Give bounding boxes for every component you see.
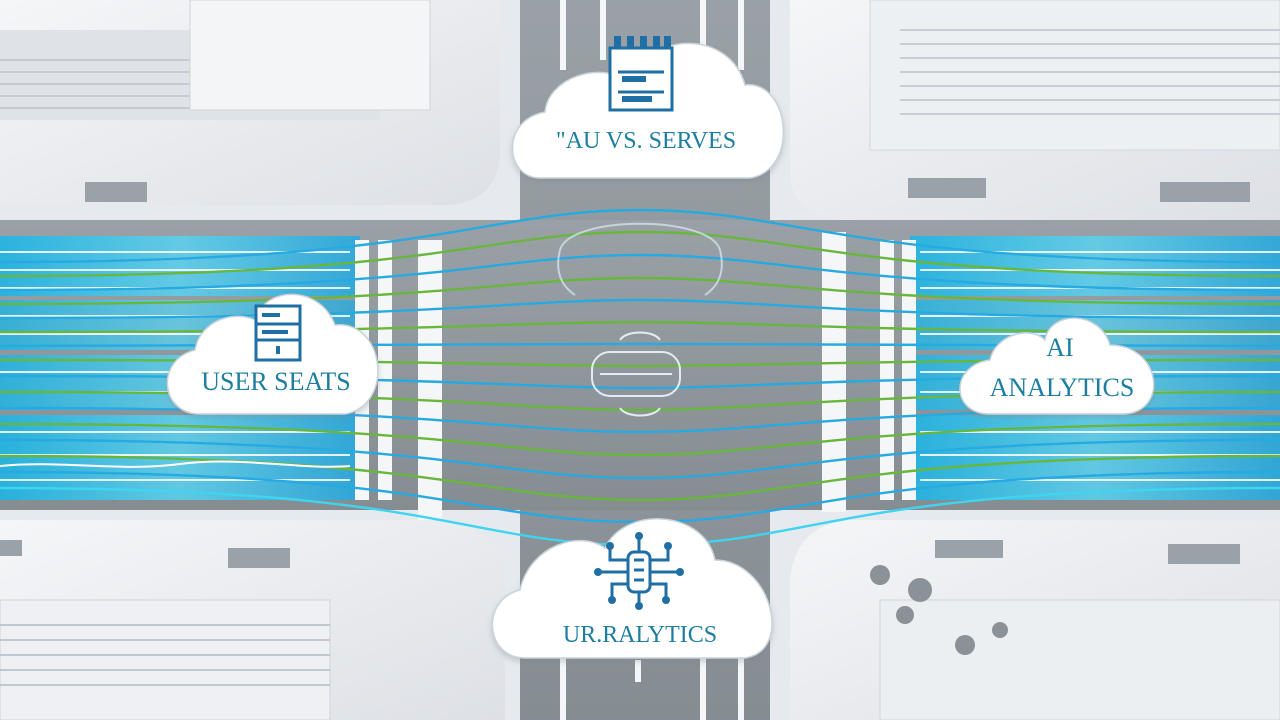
cloud-right (959, 317, 1155, 415)
building-top-left (0, 0, 500, 205)
building-bottom-left (0, 520, 505, 720)
data-lanes-right (910, 236, 1280, 500)
server-icon (254, 304, 302, 362)
cloud-right-label-line2: ANALYTICS (990, 373, 1135, 402)
cloud-left-label: USER SEATS (201, 367, 351, 396)
circuit-chip-icon (594, 532, 684, 610)
building-top-right (790, 0, 1280, 220)
lane-markings-vertical (560, 0, 744, 720)
upper-vehicle-outline (557, 222, 723, 296)
building-bottom-right (790, 520, 1280, 720)
cloud-right-label-line1: AI (1046, 333, 1073, 362)
server-rack-icon (608, 36, 674, 112)
center-vehicle-icon (591, 331, 681, 417)
cloud-top-label: "AU VS. SERVES (556, 128, 736, 154)
cloud-bottom-label: UR.RALYTICS (563, 622, 717, 648)
